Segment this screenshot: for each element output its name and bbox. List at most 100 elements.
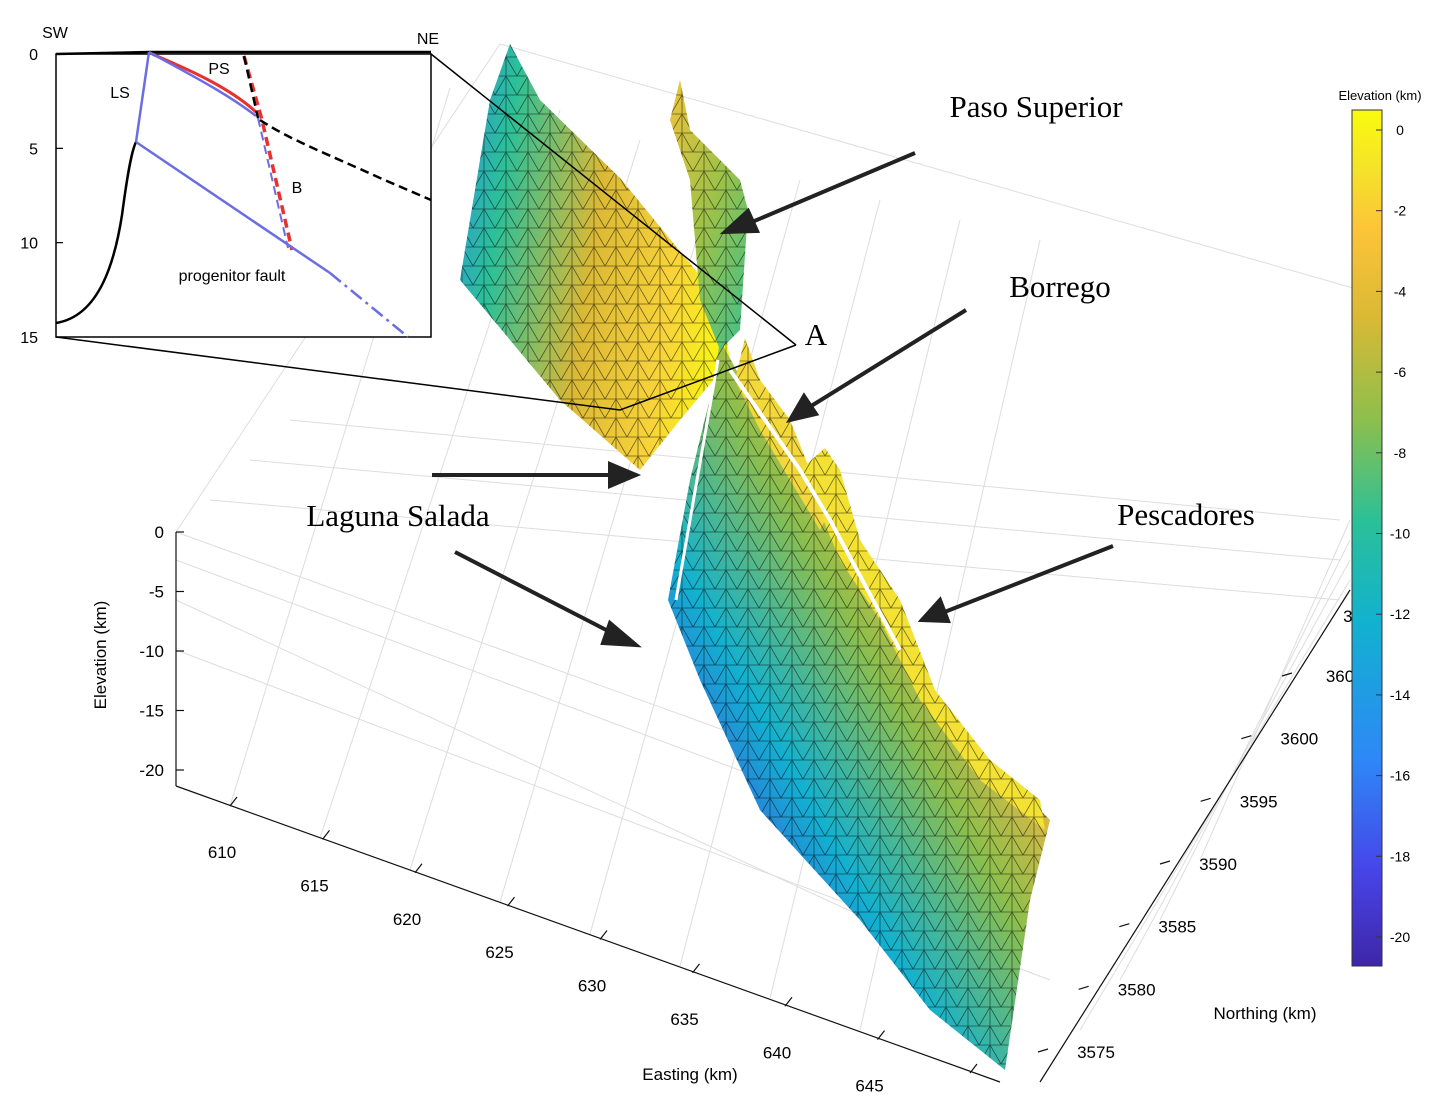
x-tick-mark [229, 796, 238, 807]
colorbar-gradient [1351, 109, 1383, 967]
colorbar-tick-label: -8 [1394, 445, 1407, 461]
inset-b-black-dashed [242, 55, 260, 119]
fault-trace-gap-2 [728, 368, 902, 651]
inset-progenitor-dashed [329, 272, 409, 338]
arrowhead-laguna-salada-2 [600, 619, 642, 648]
grid-line [1199, 519, 1351, 861]
x-axis-line [175, 785, 1001, 1083]
inset-corner-ne: NE [417, 31, 439, 48]
colorbar-tick-label: -14 [1390, 687, 1410, 703]
y-tick-mark [1119, 923, 1130, 928]
x-tick-label: 630 [578, 977, 606, 996]
arrowhead-laguna-salada-1 [608, 460, 642, 490]
inset-label-progenitor: progenitor fault [179, 268, 286, 285]
x-tick-label: 615 [300, 876, 328, 895]
arrow-borrego [806, 308, 968, 410]
x-tick-label: 620 [393, 910, 421, 929]
z-tick-label: -15 [139, 702, 164, 721]
x-tick-mark [414, 863, 423, 874]
label-laguna-salada: Laguna Salada [306, 498, 490, 533]
inset-ne-dashed [259, 118, 432, 202]
y-tick-mark [1078, 985, 1089, 990]
z-axis-label: Elevation (km) [91, 601, 110, 710]
inset-corner-sw: SW [42, 25, 69, 42]
surface-laguna-salada-main [668, 340, 1050, 1070]
y-tick-label: 3580 [1118, 980, 1156, 999]
inset-tick-label: 10 [20, 236, 38, 253]
y-tick-label: 3590 [1199, 855, 1237, 874]
z-tick-label: -20 [139, 761, 164, 780]
z-tick-label: 0 [155, 523, 164, 542]
x-tick-label: 640 [763, 1043, 791, 1062]
x-tick-mark [322, 830, 330, 840]
y-tick-label: 3595 [1240, 792, 1278, 811]
arrow-pescadores [941, 544, 1114, 615]
y-tick-label: 360 [1326, 667, 1354, 686]
inset-label-ls: LS [110, 85, 130, 102]
y-tick-label: 3585 [1158, 918, 1196, 937]
y-axis-label: Northing (km) [1214, 1004, 1317, 1023]
arrowhead-paso-superior [719, 207, 761, 235]
colorbar-tick-label: -18 [1390, 848, 1410, 864]
inset-connectors [55, 53, 797, 411]
x-axis-ticks: 610615620625630635640645650 [208, 796, 978, 1096]
colorbar-tick-label: -12 [1390, 606, 1410, 622]
connector-top [430, 53, 797, 346]
arrowhead-borrego [785, 392, 820, 423]
y-axis-line [1039, 589, 1351, 1083]
inset-label-b: B [292, 180, 303, 197]
arrow-paso-superior [744, 151, 916, 227]
grid-line [499, 43, 1361, 291]
x-tick-mark [507, 896, 515, 907]
y-tick-mark [1037, 1048, 1049, 1053]
x-tick-label: 645 [855, 1077, 883, 1096]
y-tick-label: 3600 [1280, 730, 1318, 749]
label-pescadores: Pescadores [1117, 497, 1255, 532]
inset-label-ps: PS [208, 61, 229, 78]
label-a: A [805, 317, 828, 352]
x-tick-mark [599, 930, 608, 940]
label-borrego: Borrego [1009, 269, 1111, 304]
y-tick-mark [1241, 735, 1252, 740]
arrow-laguna-salada-2 [454, 550, 615, 636]
arrowhead-pescadores [917, 596, 951, 624]
colorbar: Elevation (km) 0-2-4-6-8-10-12-14-16-18-… [1338, 88, 1422, 967]
colorbar-tick-label: -2 [1394, 203, 1407, 219]
colorbar-tick-label: -4 [1394, 283, 1407, 299]
y-tick-mark [1159, 860, 1171, 865]
x-tick-label: 610 [208, 843, 236, 862]
colorbar-tick-label: -16 [1390, 768, 1410, 784]
x-tick-mark [877, 1030, 885, 1040]
inset-tick-label: 0 [29, 47, 38, 64]
inset-progenitor-fault [135, 140, 331, 275]
fault-trace-gap [674, 359, 720, 601]
y-tick-mark [1200, 797, 1211, 802]
x-tick-label: 625 [485, 943, 513, 962]
colorbar-label: Elevation (km) [1338, 88, 1421, 103]
x-axis-label: Easting (km) [642, 1065, 737, 1084]
y-tick-mark [1281, 672, 1293, 677]
z-tick-label: -10 [139, 642, 164, 661]
x-tick-mark [969, 1063, 978, 1074]
grid-line [1159, 539, 1351, 921]
connector-bottom [55, 336, 797, 411]
inset-b-blue-dashed [257, 117, 289, 249]
x-tick-mark [784, 996, 793, 1007]
inset-ps-blue [148, 50, 257, 117]
colorbar-tick-label: 0 [1396, 122, 1404, 138]
inset-tick-label: 5 [29, 141, 38, 158]
inset-ls-line [134, 51, 151, 143]
inset-basin-edge [55, 141, 138, 325]
colorbar-tick-label: -6 [1394, 364, 1407, 380]
y-axis-ticks: 3575358035853590359536003603610 [1037, 607, 1381, 1062]
colorbar-ticks: 0-2-4-6-8-10-12-14-16-18-20 [1376, 122, 1410, 945]
z-tick-label: -5 [149, 583, 164, 602]
inset-topography [55, 50, 431, 56]
inset-y-ticks: 0 5 10 15 [20, 47, 63, 347]
inset-tick-label: 15 [20, 330, 38, 347]
z-axis-ticks: 0 -5 -10 -15 -20 [139, 523, 184, 780]
axes-lines [175, 532, 1351, 1083]
arrows [432, 151, 1114, 648]
x-tick-label: 635 [670, 1010, 698, 1029]
